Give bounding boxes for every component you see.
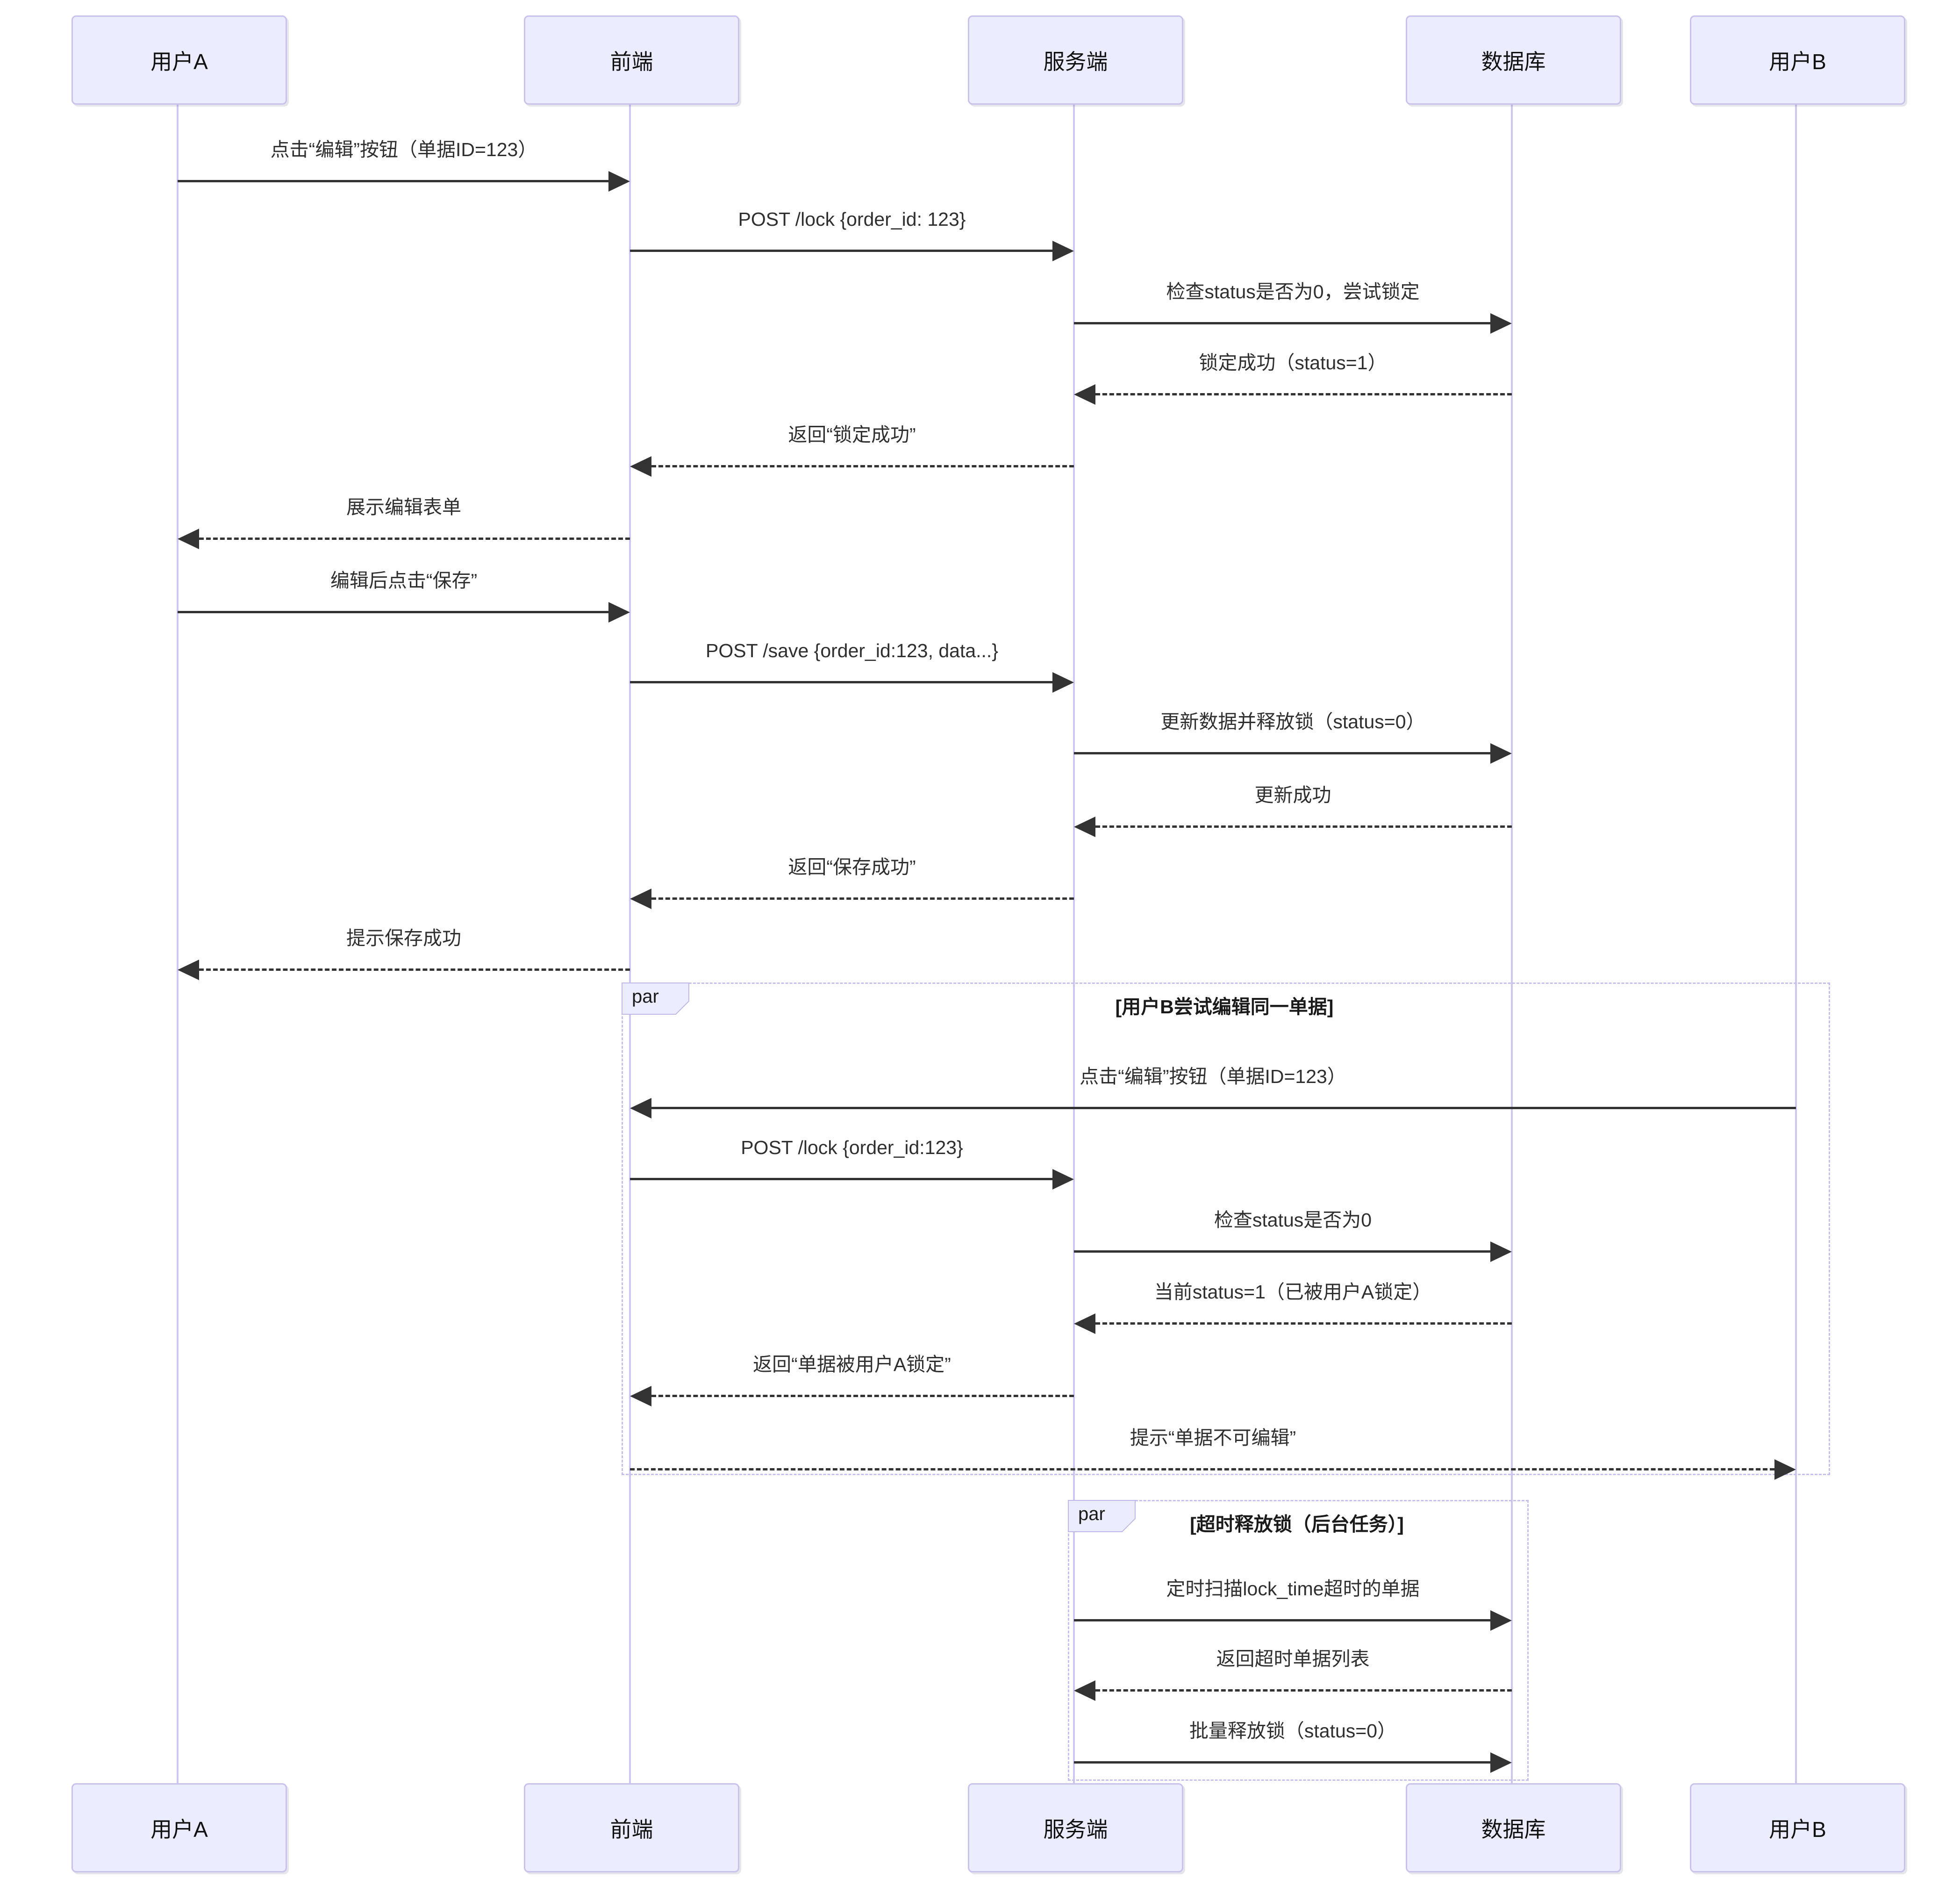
actor-label: 数据库 xyxy=(1481,1817,1546,1842)
message-label: 点击“编辑”按钮（单据ID=123） xyxy=(270,139,537,160)
message-label: 编辑后点击“保存” xyxy=(330,570,478,591)
message-label: 点击“编辑”按钮（单据ID=123） xyxy=(1080,1066,1346,1087)
actor-label: 用户A xyxy=(150,49,208,74)
message-arrow xyxy=(1074,1619,1490,1621)
arrowhead xyxy=(608,602,630,623)
par-label-tab: par xyxy=(622,982,690,1015)
message-label: 提示“单据不可编辑” xyxy=(1130,1427,1296,1449)
actor-top-frontend: 前端 xyxy=(524,15,739,105)
arrowhead xyxy=(1490,313,1512,334)
message-arrow xyxy=(630,681,1052,683)
actor-label: 用户B xyxy=(1769,1817,1826,1842)
actor-bottom-user-b: 用户B xyxy=(1690,1783,1905,1872)
par-condition: [用户B尝试编辑同一单据] xyxy=(1115,996,1334,1018)
actor-bottom-user-a: 用户A xyxy=(72,1783,287,1872)
message-arrow xyxy=(1095,1689,1512,1692)
message-arrow xyxy=(178,611,608,613)
message-arrow xyxy=(630,1178,1052,1180)
message-label: 更新数据并释放锁（status=0） xyxy=(1160,711,1425,732)
lifeline-user-b xyxy=(1795,102,1797,1783)
message-label: 返回“单据被用户A锁定” xyxy=(753,1354,951,1375)
message-label: 返回“锁定成功” xyxy=(788,424,916,445)
arrowhead xyxy=(1490,1752,1512,1773)
message-arrow xyxy=(651,1395,1074,1397)
actor-top-server: 服务端 xyxy=(968,15,1183,105)
message-arrow xyxy=(651,1107,1796,1109)
arrowhead xyxy=(1074,384,1095,405)
arrowhead xyxy=(1052,1169,1074,1190)
par-label: par xyxy=(632,986,659,1007)
arrowhead xyxy=(630,1386,651,1406)
arrowhead xyxy=(1074,1313,1095,1334)
arrowhead xyxy=(1490,743,1512,764)
actor-label: 前端 xyxy=(610,49,653,74)
par-block-user-b xyxy=(622,982,1830,1475)
arrowhead xyxy=(178,960,199,980)
arrowhead xyxy=(1074,817,1095,837)
message-arrow xyxy=(1074,322,1490,324)
message-label: 检查status是否为0，尝试锁定 xyxy=(1166,281,1420,302)
message-label: 锁定成功（status=1） xyxy=(1199,352,1387,373)
arrowhead xyxy=(1490,1241,1512,1262)
message-arrow xyxy=(1095,825,1512,828)
actor-label: 服务端 xyxy=(1043,1817,1108,1842)
message-arrow xyxy=(1074,752,1490,754)
message-arrow xyxy=(199,968,630,971)
message-label: POST /lock {order_id: 123} xyxy=(738,208,966,230)
arrowhead xyxy=(630,456,651,477)
arrowhead xyxy=(1774,1459,1796,1480)
message-label: 返回“保存成功” xyxy=(788,856,916,878)
message-arrow xyxy=(1074,1250,1490,1253)
actor-top-user-b: 用户B xyxy=(1690,15,1905,105)
actor-label: 用户A xyxy=(150,1817,208,1842)
actor-label: 数据库 xyxy=(1481,49,1546,74)
par-label: par xyxy=(1078,1504,1105,1524)
message-label: 检查status是否为0 xyxy=(1214,1209,1372,1231)
message-arrow xyxy=(651,465,1074,467)
par-block-timeout xyxy=(1068,1500,1529,1781)
arrowhead xyxy=(608,171,630,192)
actor-label: 用户B xyxy=(1769,49,1826,74)
arrowhead xyxy=(1490,1610,1512,1631)
lifeline-database xyxy=(1511,102,1513,1783)
message-label: 当前status=1（已被用户A锁定） xyxy=(1154,1281,1432,1303)
message-arrow xyxy=(630,1468,1774,1470)
message-arrow xyxy=(651,897,1074,900)
message-label: 更新成功 xyxy=(1254,784,1331,806)
actor-bottom-database: 数据库 xyxy=(1406,1783,1621,1872)
actor-top-database: 数据库 xyxy=(1406,15,1621,105)
par-condition: [超时释放锁（后台任务）] xyxy=(1190,1513,1404,1535)
arrowhead xyxy=(630,1098,651,1119)
message-arrow xyxy=(178,180,608,182)
lifeline-server xyxy=(1073,102,1075,1783)
message-arrow xyxy=(199,538,630,540)
actor-top-user-a: 用户A xyxy=(72,15,287,105)
message-arrow xyxy=(1095,1322,1512,1325)
message-arrow xyxy=(1095,393,1512,395)
actor-bottom-frontend: 前端 xyxy=(524,1783,739,1872)
message-arrow xyxy=(630,250,1052,252)
actor-label: 服务端 xyxy=(1043,49,1108,74)
lifeline-frontend xyxy=(629,102,631,1783)
actor-label: 前端 xyxy=(610,1817,653,1842)
message-arrow xyxy=(1074,1761,1490,1764)
actor-bottom-server: 服务端 xyxy=(968,1783,1183,1872)
message-label: POST /lock {order_id:123} xyxy=(741,1137,963,1158)
message-label: 展示编辑表单 xyxy=(346,496,461,518)
par-label-tab: par xyxy=(1068,1500,1136,1533)
arrowhead xyxy=(178,529,199,549)
arrowhead xyxy=(1074,1680,1095,1701)
arrowhead xyxy=(1052,241,1074,261)
arrowhead xyxy=(630,889,651,909)
message-label: 定时扫描lock_time超时的单据 xyxy=(1166,1578,1420,1599)
arrowhead xyxy=(1052,672,1074,693)
message-label: 返回超时单据列表 xyxy=(1216,1648,1370,1670)
lifeline-user-a xyxy=(177,102,179,1783)
message-label: 批量释放锁（status=0） xyxy=(1189,1720,1397,1742)
message-label: 提示保存成功 xyxy=(346,927,461,949)
message-label: POST /save {order_id:123, data...} xyxy=(705,640,999,661)
